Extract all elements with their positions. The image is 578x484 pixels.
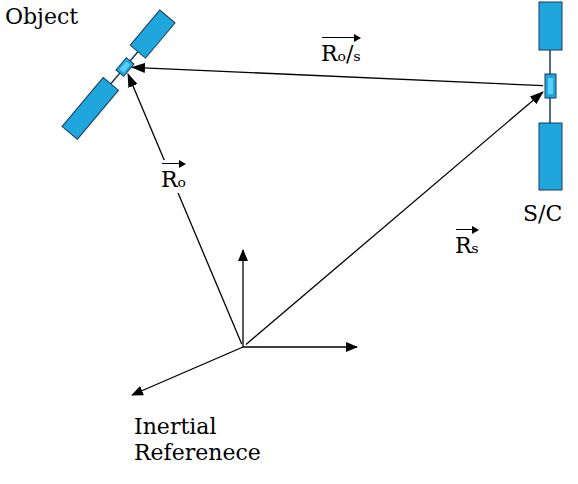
node-label: S/C: [523, 201, 562, 227]
vector-label: Rₛ: [452, 226, 482, 259]
spacecraft-satellite: [539, 2, 562, 190]
position-vector: [128, 74, 242, 344]
vector-label: Rₒ/ₛ: [318, 34, 364, 67]
node-label: Inertial Referenece: [134, 414, 284, 467]
inertial-axes: [132, 250, 357, 395]
node-label: Object: [5, 4, 78, 30]
satellite-node: Object: [118, 60, 132, 74]
position-vector: [246, 92, 543, 344]
vector-label: Rₒ: [158, 160, 189, 193]
object-satellite: [62, 10, 175, 139]
satellite-node: Inertial Referenece: [240, 344, 246, 350]
position-vector: [132, 67, 543, 85]
satellite-node: S/C: [543, 73, 557, 99]
